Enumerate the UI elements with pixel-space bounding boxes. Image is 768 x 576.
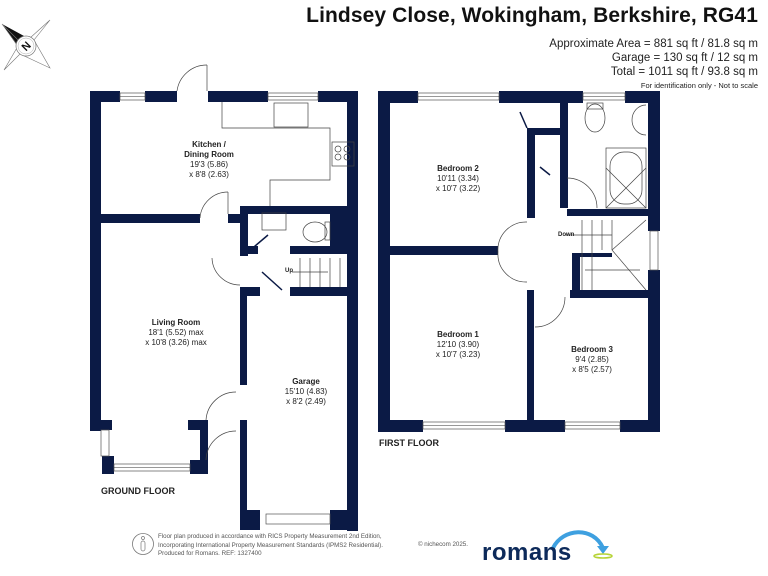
room-label-bedroom-2: Bedroom 2 10'11 (3.34) x 10'7 (3.22)	[436, 164, 480, 194]
rics-statement: Floor plan produced in accordance with R…	[158, 533, 383, 559]
garage-area: Garage = 130 sq ft / 12 sq m	[611, 52, 758, 64]
room-dimension-1: 9'4 (2.85)	[575, 355, 609, 364]
room-name-line2: Dining Room	[184, 150, 234, 159]
room-label-living-room: Living Room 18'1 (5.52) max x 10'8 (3.26…	[145, 318, 207, 348]
room-name: Bedroom 1	[437, 330, 479, 339]
footer-line-3: Produced for Romans. REF: 1327400	[158, 550, 262, 557]
footer-line-2: Incorporating International Property Mea…	[158, 541, 383, 549]
approximate-area: Approximate Area = 881 sq ft / 81.8 sq m	[549, 38, 758, 50]
logo-arrow-icon	[551, 530, 613, 559]
room-dimension-2: x 10'7 (3.23)	[435, 350, 481, 359]
room-dimension-1: 19'3 (5.86)	[190, 160, 228, 169]
room-dimension-2: x 8'5 (2.57)	[572, 365, 612, 374]
stairs-up-label: Up	[285, 268, 293, 274]
room-label-bedroom-3: Bedroom 3 9'4 (2.85) x 8'5 (2.57)	[571, 345, 613, 375]
room-name: Bedroom 3	[571, 345, 613, 354]
room-dimension-1: 12'10 (3.90)	[436, 340, 480, 349]
room-name: Bedroom 2	[437, 164, 479, 173]
scale-note: For identification only - Not to scale	[640, 81, 758, 90]
total-area: Total = 1011 sq ft / 93.8 sq m	[610, 66, 758, 78]
room-dimension-2: x 8'2 (2.49)	[286, 397, 326, 406]
room-name: Kitchen /	[192, 140, 226, 149]
copyright: © nichecom 2025.	[418, 541, 468, 548]
room-name: Living Room	[151, 318, 201, 327]
north-compass-icon: N	[1, 19, 51, 71]
room-dimension-1: 18'1 (5.52) max	[148, 328, 204, 337]
footer-line-1: Floor plan produced in accordance with R…	[158, 533, 382, 540]
room-label-kitchen: Kitchen / Dining Room 19'3 (5.86) x 8'8 …	[184, 140, 234, 180]
ground-floor-label: GROUND FLOOR	[101, 486, 175, 496]
property-title: Lindsey Close, Wokingham, Berkshire, RG4…	[306, 4, 758, 27]
stairs-down-label: Down	[558, 232, 575, 238]
room-dimension-1: 15'10 (4.83)	[284, 387, 328, 396]
info-icon	[132, 533, 154, 555]
room-name: Garage	[292, 377, 320, 386]
room-dimension-1: 10'11 (3.34)	[437, 174, 479, 183]
room-label-garage: Garage 15'10 (4.83) x 8'2 (2.49)	[285, 377, 327, 407]
room-label-bedroom-1: Bedroom 1 12'10 (3.90) x 10'7 (3.23)	[436, 330, 480, 360]
room-dimension-2: x 8'8 (2.63)	[189, 170, 229, 179]
room-dimension-2: x 10'7 (3.22)	[435, 184, 481, 193]
first-floor-label: FIRST FLOOR	[379, 438, 439, 448]
room-dimension-2: x 10'8 (3.26) max	[145, 338, 207, 347]
romans-logo: romans	[482, 539, 572, 566]
